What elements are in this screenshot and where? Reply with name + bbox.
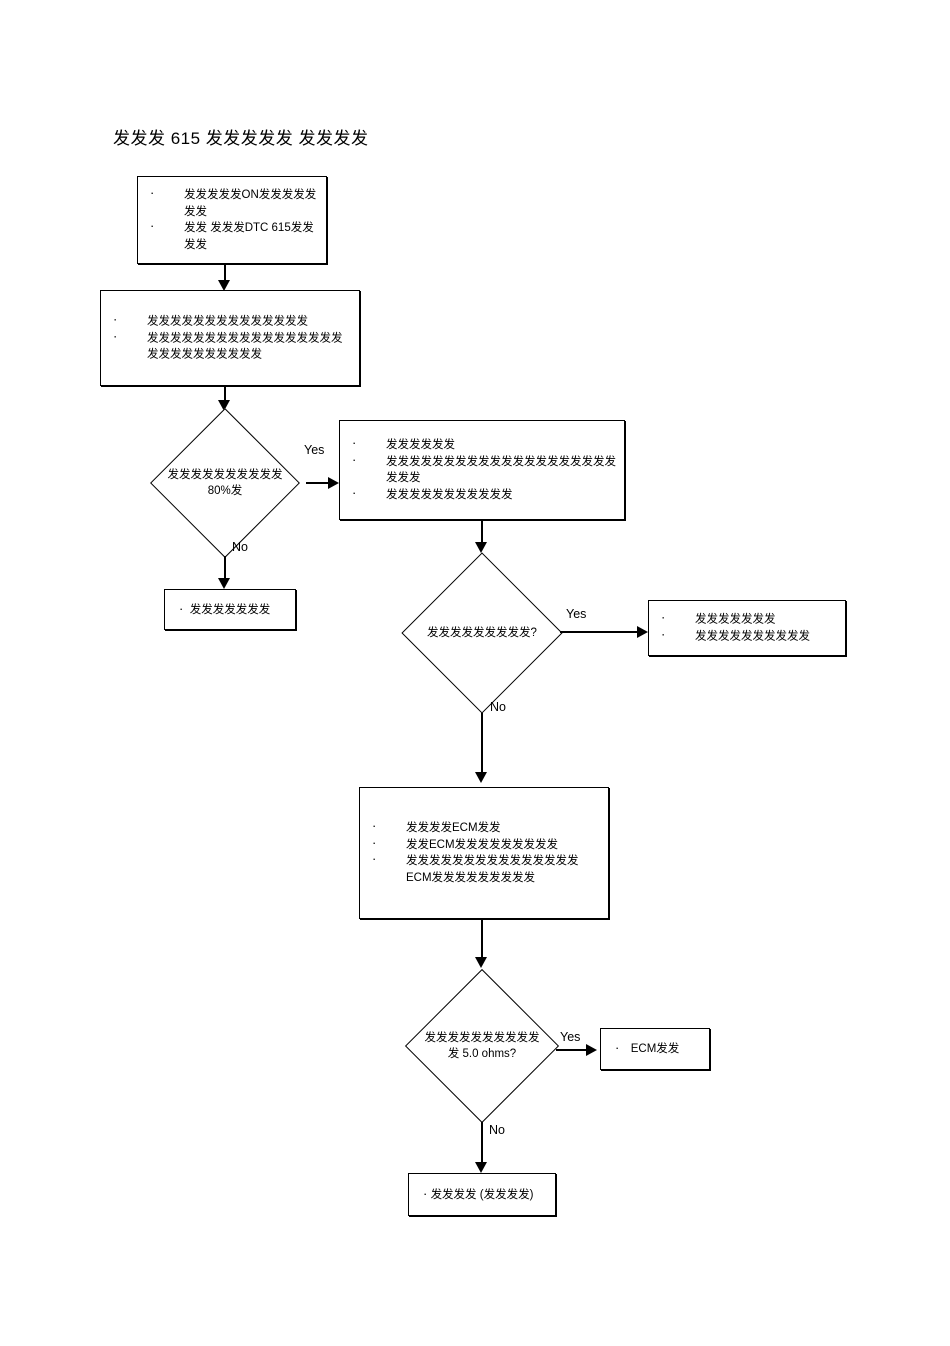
decision-q2-label: 发发发发发发发发发? <box>427 625 537 641</box>
connector-decision80-no <box>224 556 226 584</box>
connector-q2-no <box>481 713 483 775</box>
start-box-bullets: 发发发发发ON发发发发发发发 发发 发发发DTC 615发发发发 <box>146 185 318 253</box>
inspect-box-line-1: 发发发发发发发发发发发发发发 <box>109 311 351 330</box>
yes-action-box-bullets: 发发发发发发 发发发发发发发发发发发发发发发发发发发发发发发 发发发发发发发发发… <box>348 435 616 504</box>
node-decision-80-percent: 发发发发发发发发发发 80%发 <box>144 408 306 558</box>
connector-decision80-yes <box>306 482 330 484</box>
node-final-box: 发发发发 (发发发发) <box>408 1173 556 1216</box>
arrowhead-ecm-to-ohms <box>474 957 487 968</box>
node-decision-ohms: 发发发发发发发发发发 发 5.0 ohms? <box>400 968 564 1124</box>
edge-label-ohms-yes: Yes <box>560 1030 581 1044</box>
edge-label-q2-yes: Yes <box>566 607 587 621</box>
decision-80-line-1: 发发发发发发发发发发 <box>167 469 283 481</box>
ecm-box-bullets: 发发发发ECM发发 发发ECM发发发发发发发发发 发发发发发发发发发发发发发发发… <box>368 818 600 886</box>
final-box-bullets: 发发发发 (发发发发) <box>417 1185 547 1203</box>
decision-ohms-line-2: 发 5.0 ohms? <box>447 1048 517 1060</box>
no-result-box-bullets: 发发发发发发发 <box>173 600 287 618</box>
arrowhead-inspect-to-decision80 <box>217 400 230 411</box>
connector-q2-yes <box>560 631 640 633</box>
q2-yes-box-bullets: 发发发发发发发 发发发发发发发发发发 <box>657 610 837 645</box>
connector-ohms-yes <box>556 1049 589 1051</box>
connector-inspect-to-decision80 <box>224 386 226 404</box>
decision-80-label: 发发发发发发发发发发 80%发 <box>168 467 283 499</box>
node-start-box: 发发发发发ON发发发发发发发 发发 发发发DTC 615发发发发 <box>137 176 327 264</box>
start-box-line-2: 发发 发发发DTC 615发发发发 <box>146 218 318 253</box>
node-ecm-result-box: ECM发发 <box>600 1028 710 1070</box>
connector-start-to-inspect <box>224 264 226 284</box>
q2-yes-box-line-2: 发发发发发发发发发发 <box>657 626 837 645</box>
decision-80-line-2: 80%发 <box>207 485 243 497</box>
yes-action-box-line-1: 发发发发发发 <box>348 435 616 454</box>
connector-ohms-no <box>481 1122 483 1166</box>
arrowhead-yesaction-to-q2 <box>474 542 487 553</box>
arrowhead-decision80-no <box>217 578 230 589</box>
ecm-result-box-line-1: ECM发发 <box>609 1040 701 1058</box>
yes-action-box-line-2: 发发发发发发发发发发发发发发发发发发发发发发发 <box>348 452 616 487</box>
decision-q2-line-1: 发发发发发发发发发? <box>427 627 537 639</box>
node-inspect-box: 发发发发发发发发发发发发发发 发发发发发发发发发发发发发发发发发发发发发发发发发… <box>100 290 360 386</box>
node-decision-q2: 发发发发发发发发发? <box>394 552 570 714</box>
arrowhead-q2-no <box>474 772 487 783</box>
arrowhead-ohms-yes <box>586 1043 597 1056</box>
final-box-line-1: 发发发发 (发发发发) <box>417 1185 547 1203</box>
edge-label-decision80-yes: Yes <box>304 443 325 457</box>
arrowhead-start-to-inspect <box>217 280 230 291</box>
decision-ohms-label: 发发发发发发发发发发 发 5.0 ohms? <box>425 1030 540 1062</box>
ecm-box-line-1: 发发发发ECM发发 <box>368 818 600 837</box>
node-no-result-box: 发发发发发发发 <box>164 589 296 630</box>
inspect-box-bullets: 发发发发发发发发发发发发发发 发发发发发发发发发发发发发发发发发发发发发发发发发… <box>109 311 351 363</box>
arrowhead-decision80-yes <box>328 476 339 489</box>
node-ecm-box: 发发发发ECM发发 发发ECM发发发发发发发发发 发发发发发发发发发发发发发发发… <box>359 787 609 919</box>
edge-label-ohms-no: No <box>489 1123 505 1137</box>
q2-yes-box-line-1: 发发发发发发发 <box>657 610 837 629</box>
connector-yesaction-to-q2 <box>481 520 483 548</box>
page-title: 发发发 615 发发发发发 发发发发 <box>113 129 369 148</box>
start-box-line-1: 发发发发发ON发发发发发发发 <box>146 185 318 220</box>
yes-action-box-line-3: 发发发发发发发发发发发 <box>348 485 616 504</box>
connector-ecm-to-ohms <box>481 919 483 961</box>
decision-ohms-line-1: 发发发发发发发发发发 <box>424 1032 540 1044</box>
edge-label-q2-no: No <box>490 700 506 714</box>
arrowhead-q2-yes <box>637 625 648 638</box>
ecm-result-box-bullets: ECM发发 <box>609 1040 701 1058</box>
no-result-box-line-1: 发发发发发发发 <box>173 600 287 618</box>
edge-label-decision80-no: No <box>232 540 248 554</box>
ecm-box-line-3: 发发发发发发发发发发发发发发发ECM发发发发发发发发发 <box>368 851 600 886</box>
inspect-box-line-2: 发发发发发发发发发发发发发发发发发发发发发发发发发发发 <box>109 328 351 363</box>
node-yes-action-box: 发发发发发发 发发发发发发发发发发发发发发发发发发发发发发发 发发发发发发发发发… <box>339 420 625 520</box>
node-q2-yes-box: 发发发发发发发 发发发发发发发发发发 <box>648 600 846 656</box>
ecm-box-line-2: 发发ECM发发发发发发发发发 <box>368 835 600 854</box>
arrowhead-ohms-no <box>474 1162 487 1173</box>
